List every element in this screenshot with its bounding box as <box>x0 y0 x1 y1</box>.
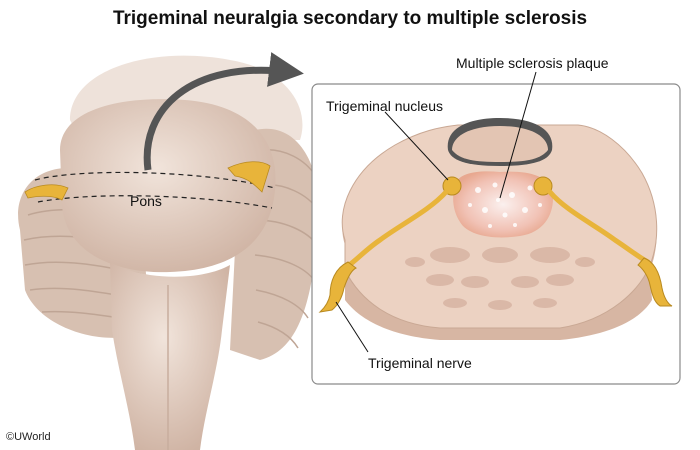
label-trigeminal-nucleus: Trigeminal nucleus <box>326 98 443 114</box>
nerve-right-root <box>227 161 271 193</box>
pons-cross-section <box>318 118 673 340</box>
label-pons: Pons <box>130 193 162 209</box>
brainstem-illustration <box>18 55 320 450</box>
copyright: ©UWorld <box>6 431 51 443</box>
trigeminal-nucleus-right <box>533 176 553 196</box>
nerve-tract-left <box>342 189 449 271</box>
label-trigeminal-nerve: Trigeminal nerve <box>368 355 472 371</box>
leader-nerve <box>335 301 369 353</box>
nerve-left-root <box>24 184 69 201</box>
pons-shape <box>60 99 276 273</box>
medulla-shape <box>110 262 230 450</box>
trigeminal-nerve-left <box>318 261 357 313</box>
label-ms-plaque: Multiple sclerosis plaque <box>456 55 609 71</box>
pointer-arrow <box>143 52 304 171</box>
figure-title: Trigeminal neuralgia secondary to multip… <box>112 8 588 29</box>
leader-nucleus <box>384 111 449 181</box>
nerve-tract-right <box>547 189 651 265</box>
trigeminal-nerve-right <box>637 257 673 307</box>
leader-plaque <box>499 71 537 199</box>
section-plane-upper <box>34 171 276 189</box>
